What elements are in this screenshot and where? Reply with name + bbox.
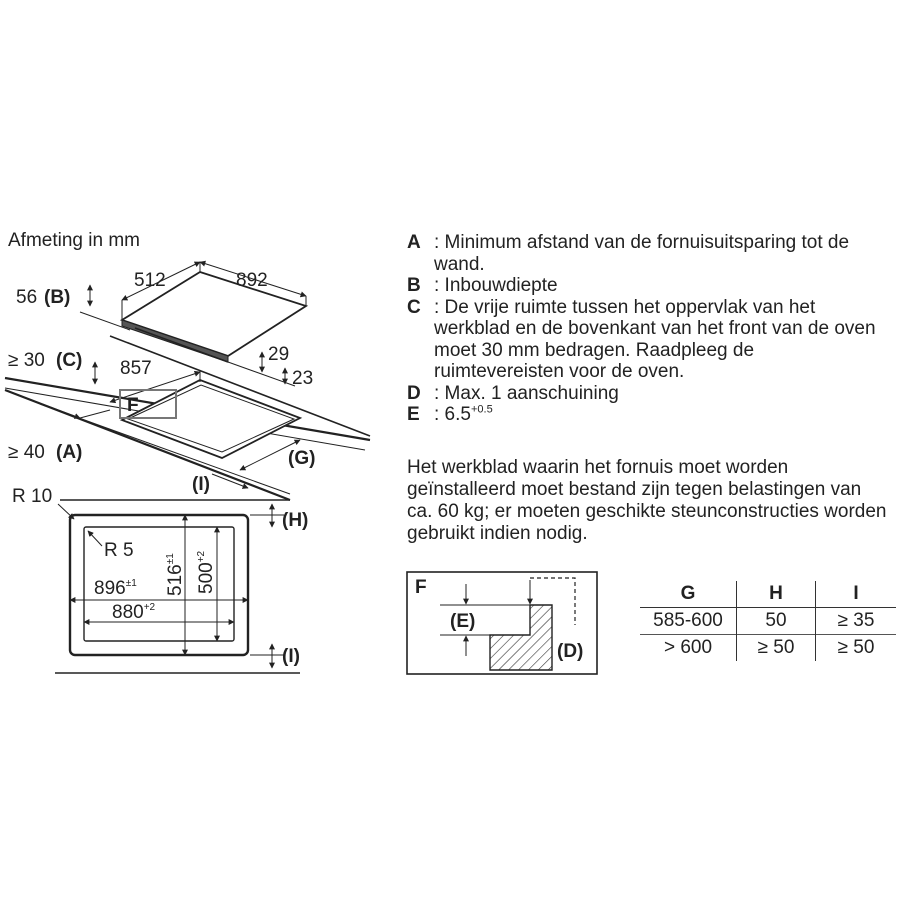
legend-item-e: E : 6.5+0.5 [407, 404, 887, 426]
legend-text: : 6.5 [434, 404, 471, 425]
dim-500-tolerance: +2 [196, 550, 207, 562]
table-cell: ≥ 50 [736, 634, 816, 661]
dim-880-label: 880 [112, 602, 144, 623]
table-cell: 585-600 [640, 607, 737, 635]
legend-text: : Minimum afstand van de fornuisuitspari… [434, 232, 850, 275]
legend-item-d: D : Max. 1 aanschuining [407, 383, 887, 405]
tag-i-label: (I) [192, 474, 210, 495]
table-cell: ≥ 50 [815, 634, 896, 661]
tag-h-label: (H) [282, 510, 308, 531]
dim-ge30-label: ≥ 30 [8, 350, 45, 371]
tag-i-bottom-label: (I) [282, 646, 300, 667]
dim-516-label: 516 [165, 564, 186, 596]
dim-896-label: 896 [94, 578, 126, 599]
tag-f-label: F [127, 395, 139, 416]
tag-c-label: (C) [56, 350, 82, 371]
worktop-load-note: Het werkblad waarin het fornuis moet wor… [407, 457, 887, 544]
legend-e-tolerance: +0.5 [470, 403, 493, 416]
dim-880-tolerance: +2 [144, 602, 156, 613]
dim-500-group: 500+2 [196, 550, 217, 594]
dim-896-group: 896±1 [94, 578, 137, 599]
radius-5-label: R 5 [104, 540, 134, 561]
dim-857-label: 857 [120, 358, 152, 379]
legend-key: C [407, 296, 421, 318]
detail-tag-d: (D) [557, 641, 583, 662]
dim-500-label: 500 [196, 562, 217, 594]
detail-tag-f: F [415, 577, 427, 598]
legend-key: B [407, 275, 421, 296]
tag-b-label: (B) [44, 287, 70, 308]
tag-g-label: (G) [288, 448, 315, 469]
dim-516-group: 516±1 [165, 553, 186, 596]
dim-29-label: 29 [268, 344, 289, 365]
dim-516-tolerance: ±1 [165, 553, 176, 564]
legend: A : Minimum afstand van de fornuisuitspar… [407, 232, 887, 426]
detail-tag-e: (E) [450, 611, 475, 632]
table-header-i: I [815, 581, 896, 608]
units-label: Afmeting in mm [8, 230, 140, 251]
radius-10-label: R 10 [12, 486, 52, 507]
detail-f-view [406, 571, 598, 675]
cutout-plan [55, 499, 300, 674]
tag-a-label: (A) [56, 442, 82, 463]
legend-key: E [407, 404, 420, 425]
legend-key: A [407, 232, 421, 253]
table-header-g: G [680, 583, 696, 604]
legend-text: : Inbouwdiepte [434, 275, 558, 296]
table-cell: ≥ 35 [815, 607, 896, 635]
dimension-table: G H I 585-600 50 ≥ 35 > 600 ≥ 50 ≥ 50 [640, 581, 896, 661]
legend-item-b: B : Inbouwdiepte [407, 275, 887, 297]
legend-item-c: C : De vrije ruimte tussen het oppervlak … [407, 297, 887, 383]
legend-key: D [407, 382, 421, 404]
dim-892-label: 892 [236, 270, 268, 291]
dim-56-label: 56 [16, 287, 37, 308]
table-row: > 600 ≥ 50 ≥ 50 [640, 634, 896, 661]
hob-isometric [4, 260, 371, 502]
dim-ge40-label: ≥ 40 [8, 442, 45, 463]
dim-880-group: 880+2 [112, 602, 156, 623]
legend-text: : De vrije ruimte tussen het oppervlak v… [434, 296, 876, 383]
dim-512-label: 512 [134, 270, 166, 291]
table-header-h: H [736, 581, 816, 608]
legend-item-a: A : Minimum afstand van de fornuisuitspar… [407, 232, 887, 275]
table-cell: 50 [736, 607, 816, 635]
table-row: 585-600 50 ≥ 35 [640, 607, 896, 635]
dim-23-label: 23 [292, 368, 313, 389]
table-header-row: G H I [640, 581, 896, 608]
dim-896-tolerance: ±1 [126, 578, 137, 589]
table-cell: > 600 [640, 634, 737, 661]
legend-text: : Max. 1 aanschuining [434, 382, 619, 404]
